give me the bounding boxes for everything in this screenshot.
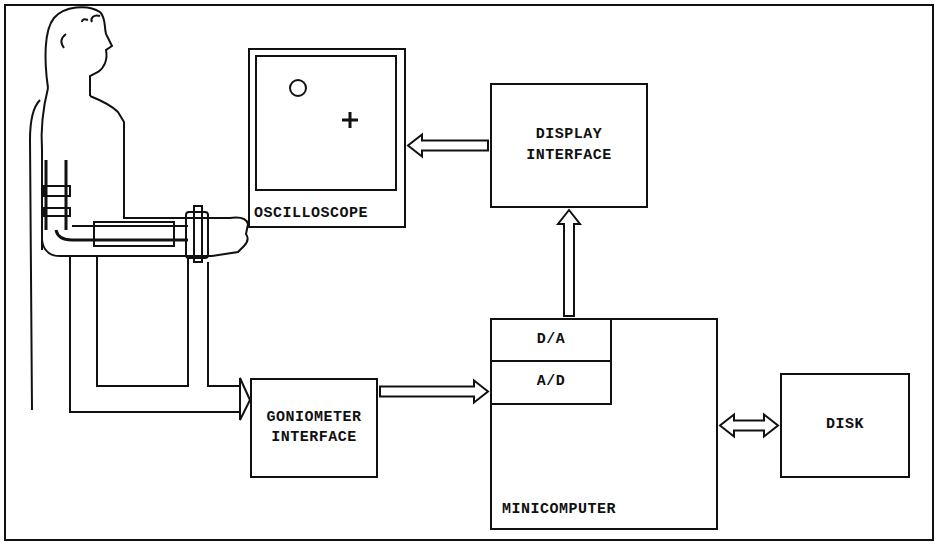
scope-screen (256, 56, 396, 190)
cursor-cross (342, 112, 358, 128)
hollow-arrow (720, 415, 778, 437)
interface-box: DISPLAY INTERFACE (490, 83, 648, 208)
converter-box: D/A (490, 318, 612, 362)
hollow-arrow (408, 135, 488, 157)
box-label: DISPLAY INTERFACE (513, 125, 625, 166)
box-label: MINICOMPUTER (502, 500, 616, 520)
box-label: GONIOMETER INTERFACE (258, 408, 370, 449)
disk-box: DISK (780, 373, 910, 478)
hollow-arrow (558, 210, 580, 316)
interface-box: GONIOMETER INTERFACE (250, 378, 378, 478)
box-label: A/D (537, 372, 566, 392)
hollow-arrow (380, 381, 488, 403)
person-figure (30, 7, 250, 420)
target-circle (290, 80, 306, 96)
frame (5, 5, 933, 540)
converter-box: A/D (490, 360, 612, 405)
oscilloscope-box: OSCILLOSCOPE (248, 48, 406, 228)
box-label: OSCILLOSCOPE (254, 204, 368, 224)
box-label: D/A (537, 330, 566, 350)
computer-box: MINICOMPUTER D/A A/D (490, 318, 718, 530)
box-label: DISK (826, 415, 864, 435)
